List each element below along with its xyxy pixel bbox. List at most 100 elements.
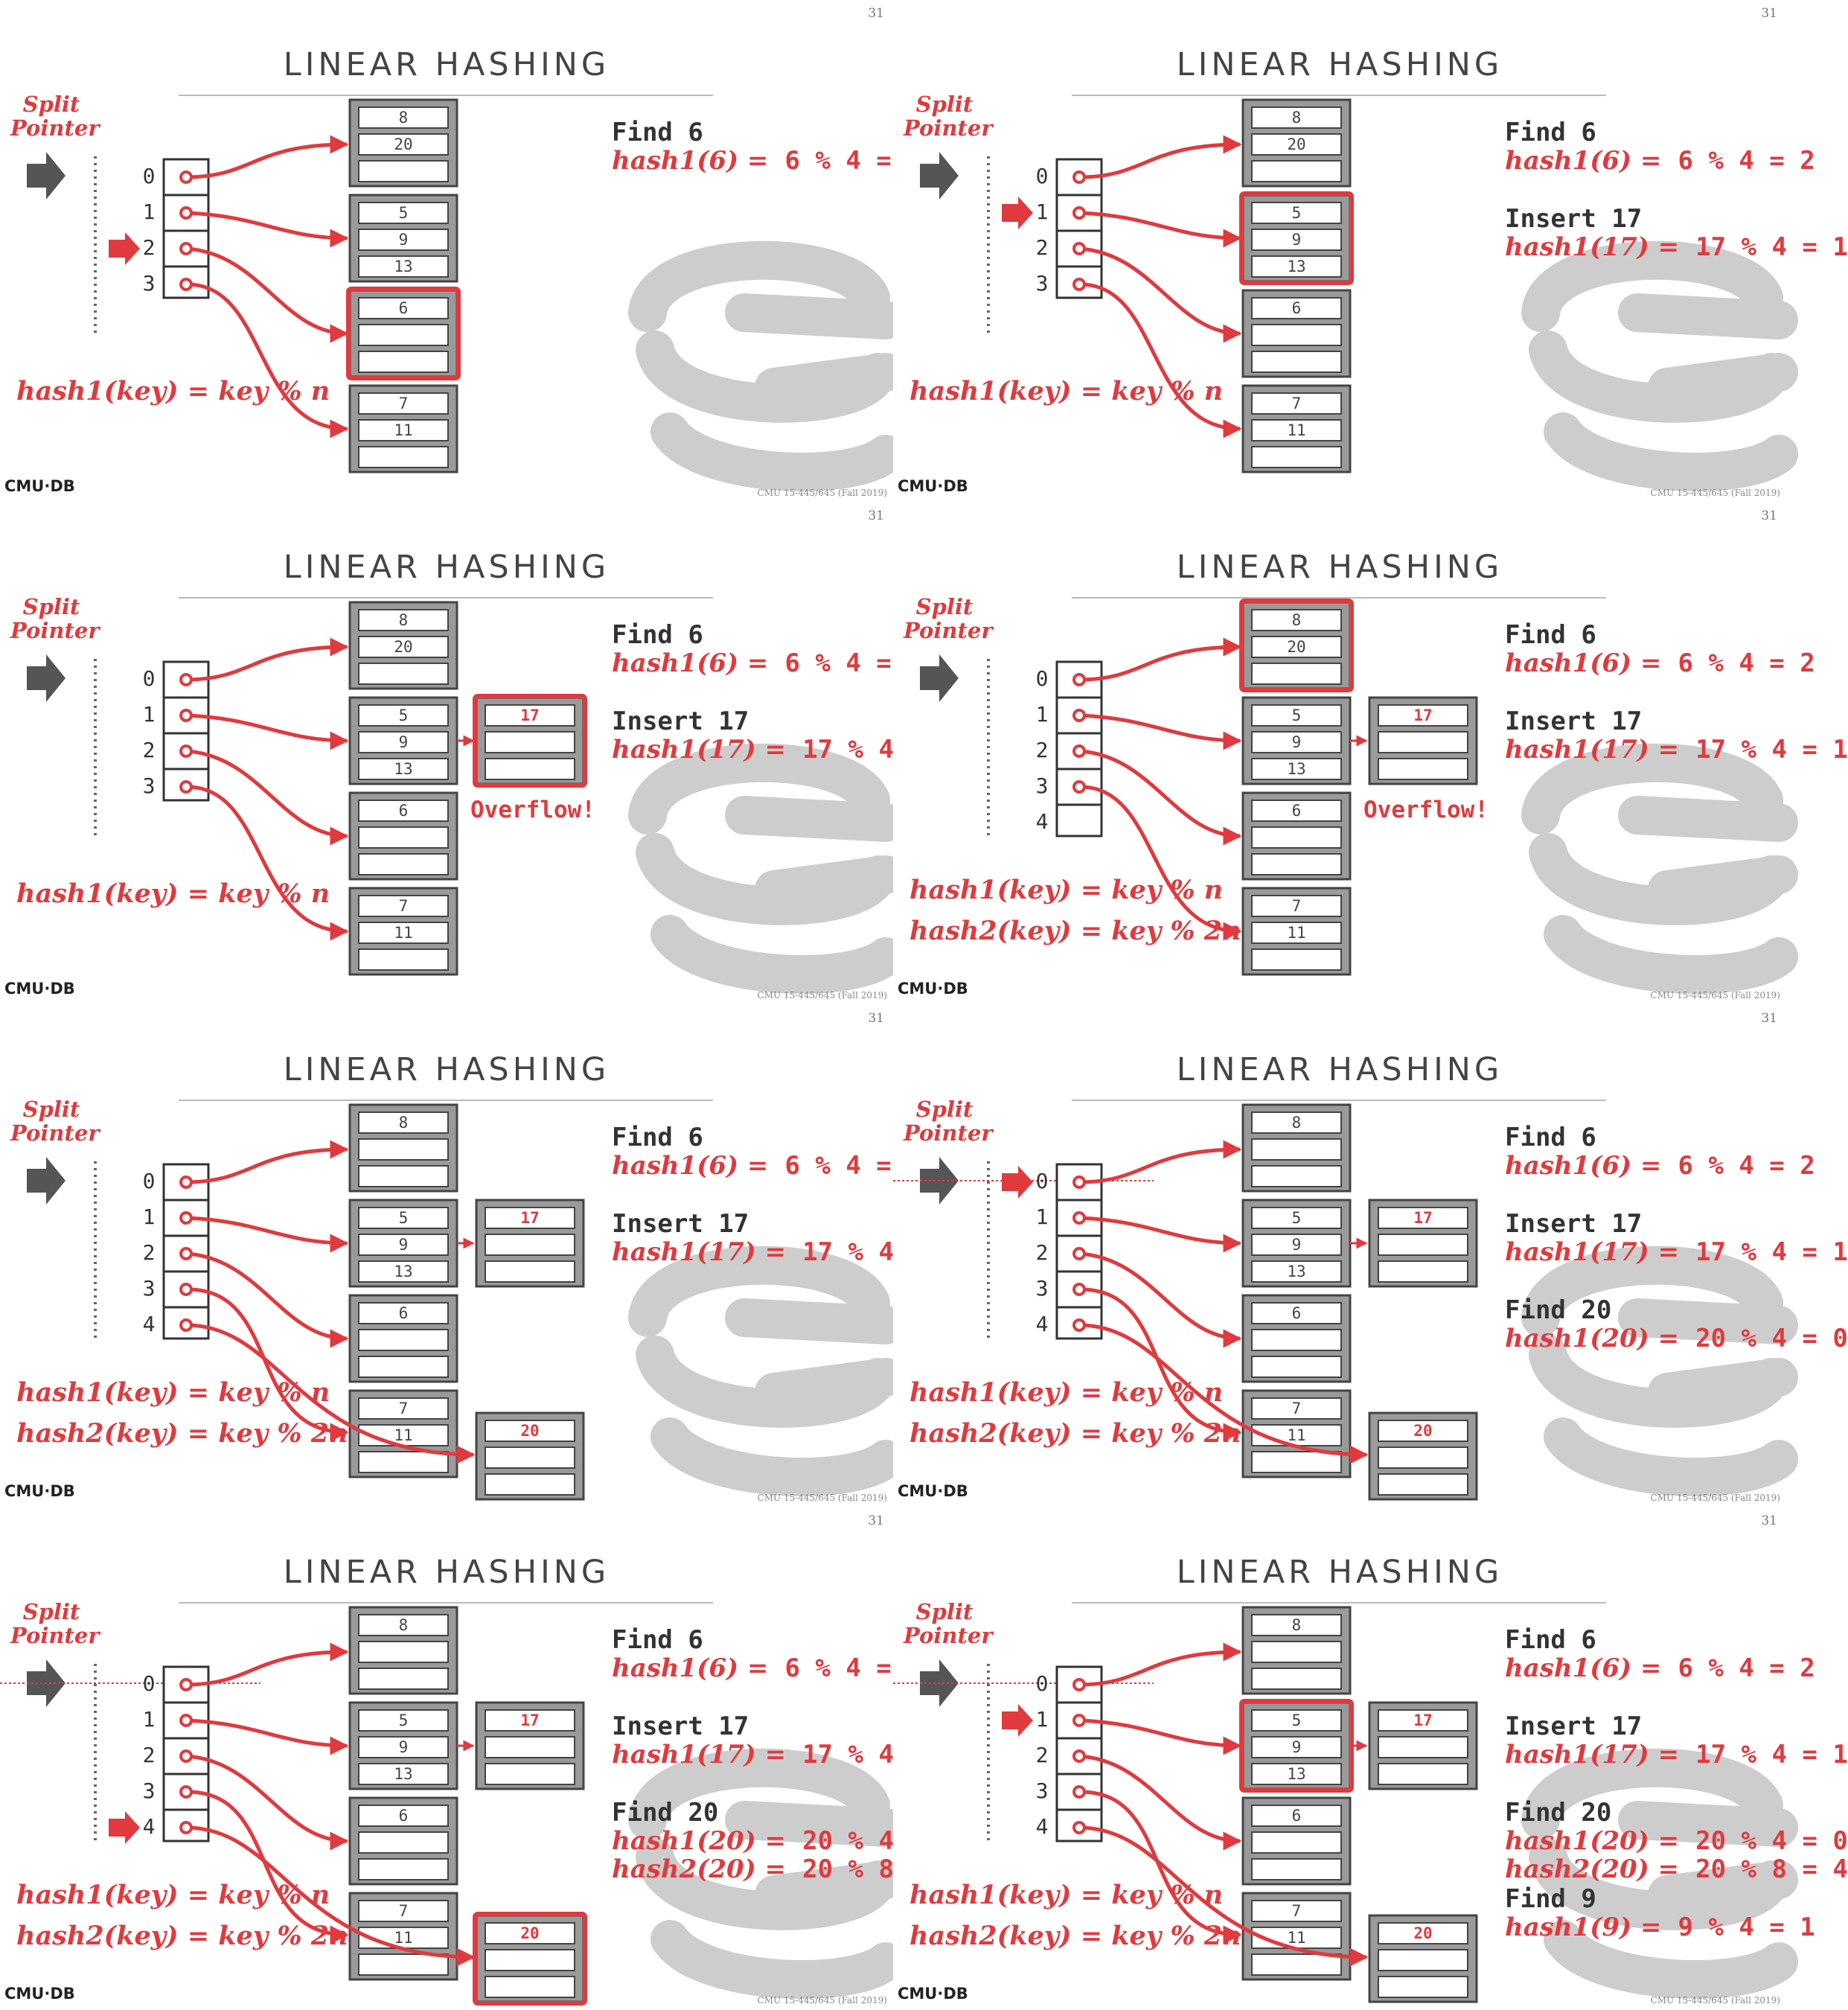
pointer-dot-1 bbox=[179, 1714, 193, 1727]
op-insert-17: Insert 17 bbox=[1505, 1711, 1643, 1741]
op-find-20-hash1: hash1(20) =20 % 4 = 0 bbox=[1505, 1826, 1848, 1856]
directory-index: 2 bbox=[1035, 738, 1049, 762]
pointer-arrow-3 bbox=[185, 282, 349, 438]
directory-index: 1 bbox=[1035, 1205, 1049, 1229]
op-find-6: Find 6 bbox=[1505, 620, 1596, 650]
hash-rhs: 20 % 4 = 0 bbox=[1695, 1324, 1848, 1353]
directory-index: 3 bbox=[142, 1276, 156, 1301]
bucket-value: 13 bbox=[1287, 258, 1306, 275]
directory-index: 1 bbox=[142, 702, 156, 727]
bucket-2 bbox=[348, 791, 458, 881]
slide-number: 31 bbox=[868, 508, 884, 523]
pointer-dot-3 bbox=[1072, 1785, 1086, 1799]
split-pointer-arrow-icon bbox=[109, 1811, 140, 1844]
bucket-value: 20 bbox=[1287, 638, 1306, 656]
bucket-value: 20 bbox=[1287, 135, 1306, 153]
bucket-value: 13 bbox=[394, 1263, 413, 1280]
pointer-dot-0 bbox=[1072, 673, 1086, 686]
hash-lhs: hash1(6) = bbox=[1505, 146, 1662, 176]
bucket-value: 8 bbox=[1291, 611, 1302, 629]
cmu-db-logo: CMU·DB bbox=[4, 980, 75, 998]
op-find-6-hash: hash1(6) =6 % 4 = 2 bbox=[1505, 1653, 1815, 1683]
database-watermark-icon bbox=[1521, 1245, 1798, 1496]
bucket-value: 8 bbox=[1291, 1114, 1302, 1132]
bucket-0 bbox=[1241, 601, 1352, 690]
split-pointer-line1: Split bbox=[915, 92, 973, 117]
hash-rhs: 17 % 4 = 1 bbox=[1695, 232, 1848, 262]
op-find-9-hash: hash1(9) =9 % 4 = 1 bbox=[1505, 1912, 1815, 1942]
dark-arrow-icon bbox=[27, 1157, 65, 1205]
pointer-arrow-1 bbox=[1078, 1718, 1242, 1755]
bucket-value: 11 bbox=[394, 1426, 413, 1444]
pointer-dot-2 bbox=[179, 1749, 193, 1763]
directory-index: 3 bbox=[1035, 1778, 1049, 1803]
bucket-0 bbox=[1241, 1103, 1352, 1193]
bucket-value: 7 bbox=[398, 1902, 409, 1920]
bucket-value: 9 bbox=[1291, 1738, 1302, 1756]
pointer-arrow-2 bbox=[1078, 1251, 1242, 1348]
directory-index: 0 bbox=[142, 1169, 156, 1193]
pointer-dot-1 bbox=[179, 206, 193, 220]
split-pointer-line1: Split bbox=[22, 92, 80, 117]
op-insert-17: Insert 17 bbox=[1505, 204, 1643, 234]
directory-index: 2 bbox=[1035, 1743, 1049, 1767]
formula-hash1: hash1(key) = key % n bbox=[909, 1377, 1224, 1408]
new-bucket-value: 20 bbox=[520, 1924, 540, 1942]
slide-graphics bbox=[920, 597, 1798, 994]
pointer-arrow-1 bbox=[185, 211, 349, 248]
op-find-6-hash: hash1(6) =6 % 4 = 2 bbox=[1505, 648, 1815, 678]
split-pointer-line2: Pointer bbox=[904, 1623, 993, 1648]
hash-lhs: hash1(6) = bbox=[612, 1151, 769, 1181]
pointer-arrow-4 bbox=[1078, 1825, 1369, 1967]
pointer-dot-0 bbox=[1072, 170, 1086, 184]
slide-number: 31 bbox=[868, 6, 884, 21]
hash-lhs: hash1(17) = bbox=[1505, 1740, 1680, 1770]
new-bucket bbox=[475, 1914, 585, 2003]
bucket-value: 6 bbox=[398, 299, 409, 317]
bucket-value: 5 bbox=[1291, 1711, 1302, 1729]
pointer-arrow-1 bbox=[1078, 211, 1242, 248]
bucket-value: 13 bbox=[1287, 1263, 1306, 1280]
bucket-value: 11 bbox=[1287, 924, 1306, 942]
bucket-value: 8 bbox=[398, 611, 409, 629]
new-bucket-value: 20 bbox=[1413, 1924, 1433, 1942]
pointer-dot-3 bbox=[1072, 1283, 1086, 1296]
slide-graphics bbox=[27, 1100, 905, 1501]
bucket-value: 7 bbox=[398, 1400, 409, 1417]
bucket-value: 13 bbox=[394, 258, 413, 275]
directory-index: 4 bbox=[142, 1312, 156, 1336]
directory-index: 2 bbox=[1035, 1240, 1049, 1265]
op-find-6: Find 6 bbox=[1505, 118, 1596, 147]
hash-rhs: 6 % 4 = 2 bbox=[1678, 1653, 1815, 1683]
directory-index: 0 bbox=[142, 1671, 156, 1696]
directory-index: 4 bbox=[1035, 809, 1049, 834]
op-find-6-hash: hash1(6) =6 % 4 = 2 bbox=[612, 146, 922, 176]
bucket-value: 6 bbox=[398, 1304, 409, 1322]
bucket-value: 6 bbox=[1291, 802, 1302, 820]
database-watermark-icon bbox=[1521, 743, 1798, 994]
slide-graphics bbox=[0, 1602, 905, 2006]
overflow-bucket bbox=[475, 1701, 585, 1790]
directory-index: 1 bbox=[142, 200, 156, 224]
directory-index: 0 bbox=[1035, 164, 1049, 188]
hash-lhs: hash1(6) = bbox=[1505, 648, 1662, 678]
pointer-dot-4 bbox=[179, 1821, 193, 1834]
pointer-dot-3 bbox=[179, 780, 193, 794]
hash-lhs: hash1(6) = bbox=[612, 1653, 769, 1683]
bucket-value: 20 bbox=[394, 135, 413, 153]
slide-number: 31 bbox=[1761, 6, 1777, 21]
directory-index: 0 bbox=[1035, 1169, 1049, 1193]
pointer-arrow-2 bbox=[1078, 1754, 1242, 1851]
hash-lhs: hash1(20) = bbox=[612, 1826, 787, 1856]
op-insert-17-hash: hash1(17) =17 % 4 = 1 bbox=[1505, 735, 1848, 765]
bucket-value: 11 bbox=[1287, 1426, 1306, 1444]
dark-arrow-icon bbox=[920, 654, 959, 702]
overflow-value: 17 bbox=[1413, 1711, 1433, 1729]
pointer-dot-1 bbox=[1072, 206, 1086, 220]
formula-hash1: hash1(key) = key % n bbox=[16, 1880, 330, 1910]
slide-title: LINEAR HASHING bbox=[283, 1051, 610, 1088]
pointer-arrow-2 bbox=[1078, 749, 1242, 846]
pointer-dot-3 bbox=[179, 278, 193, 291]
